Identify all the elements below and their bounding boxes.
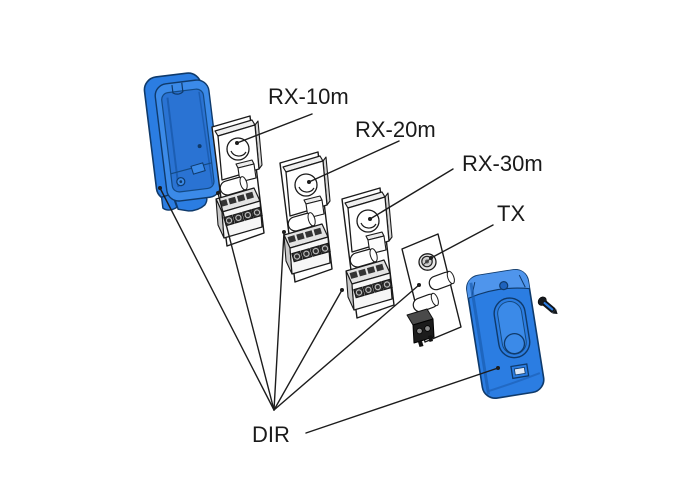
housing-hole: [197, 144, 202, 149]
label-dir: DIR: [252, 422, 290, 447]
front-housing: [466, 268, 545, 399]
dir-line-front-housing: [305, 367, 499, 434]
leader-line-tx: [430, 224, 494, 259]
fixing-screw: [537, 296, 558, 315]
cover-hole: [499, 281, 509, 291]
rx-module-20m: [279, 151, 333, 283]
rear-housing: [143, 72, 222, 212]
tx-board: [401, 233, 462, 347]
dir-line-rear-housing: [159, 187, 275, 411]
leader-line-rx10m: [236, 113, 313, 144]
dir-line-tx: [273, 284, 420, 411]
dir-line-rx20m: [273, 231, 285, 411]
leader-line-rx20m: [308, 140, 400, 183]
label-rx-10m: RX-10m: [268, 84, 349, 109]
leader-line-rx30m: [369, 168, 454, 220]
anchor-dots: [158, 141, 500, 370]
label-tx: TX: [497, 201, 525, 226]
dir-line-rx30m: [273, 289, 343, 411]
leader-lines: [159, 113, 499, 434]
label-rx-30m: RX-30m: [462, 151, 543, 176]
label-rx-20m: RX-20m: [355, 117, 436, 142]
rx-module-30m: [341, 187, 395, 319]
dir-line-rx10m: [217, 192, 275, 411]
